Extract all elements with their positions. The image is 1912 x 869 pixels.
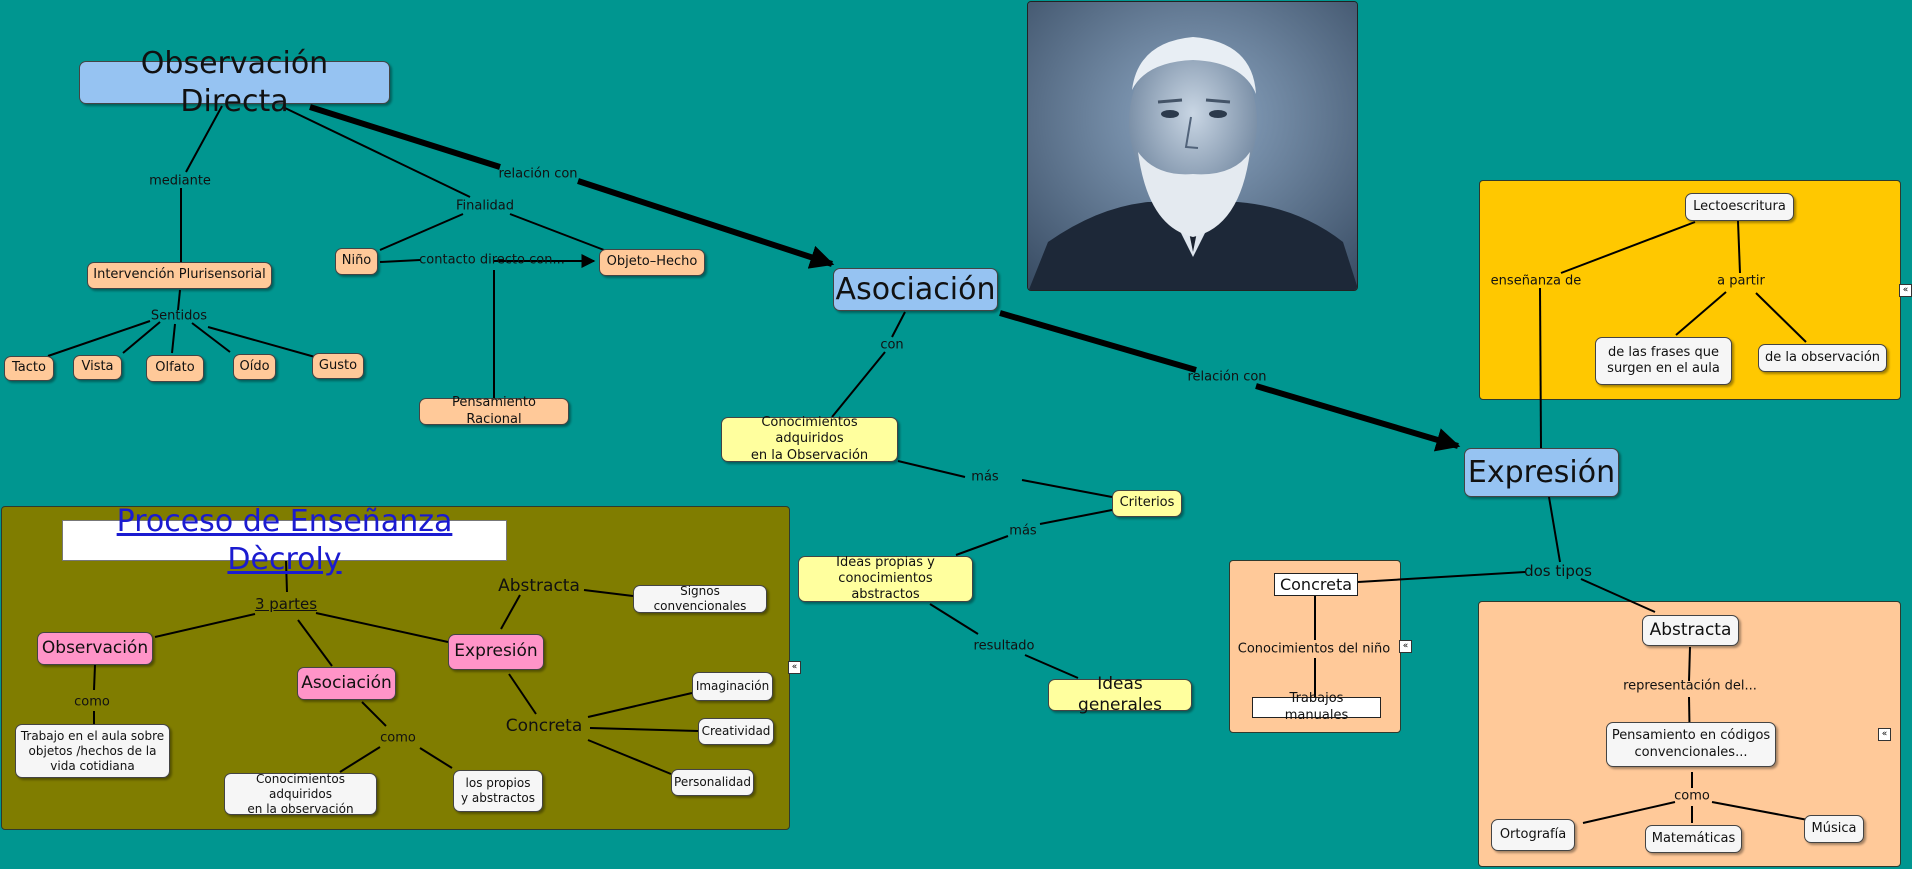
node-expresion-parte[interactable]: Expresión (448, 634, 544, 670)
node-vista[interactable]: Vista (73, 355, 122, 380)
collapse-toggle-lectoescritura[interactable]: « (1899, 284, 1912, 297)
collapse-toggle-proceso[interactable]: « (788, 661, 801, 674)
node-propios-abstractos[interactable]: los propios y abstractos (453, 770, 543, 812)
node-imaginacion[interactable]: Imaginación (692, 672, 773, 701)
label-relacion-con-1: relación con (498, 166, 578, 182)
label-mediante: mediante (149, 173, 211, 189)
node-ideas-generales[interactable]: Ideas generales (1048, 674, 1192, 715)
portrait-photo-icon (1028, 2, 1357, 290)
label-abstracta-parte: Abstracta (498, 576, 580, 596)
node-proceso-ensenanza-title[interactable]: Proceso de Enseñanza Dècroly (62, 504, 507, 577)
node-asociacion-parte[interactable]: Asociación (297, 667, 396, 700)
collapse-toggle-abstracta[interactable]: « (1878, 728, 1891, 741)
node-objeto-hecho[interactable]: Objeto–Hecho (599, 249, 705, 276)
node-observacion-parte[interactable]: Observación (37, 632, 153, 665)
node-observacion-directa[interactable]: Observación Directa (79, 46, 390, 119)
node-intervencion-plurisensorial[interactable]: Intervención Plurisensorial (87, 262, 272, 289)
node-ortografia[interactable]: Ortografía (1491, 819, 1575, 851)
node-conocimientos-observacion[interactable]: Conocimientos adquiridos en la Observaci… (721, 415, 898, 463)
node-abstracta[interactable]: Abstracta (1642, 615, 1739, 646)
label-como-2: como (380, 730, 416, 746)
label-a-partir: a partir (1717, 273, 1765, 289)
label-representacion: representación del... (1623, 678, 1757, 694)
node-oido[interactable]: Oído (233, 354, 276, 380)
label-relacion-con-2: relación con (1187, 369, 1267, 385)
label-finalidad: Finalidad (455, 198, 515, 214)
node-matematicas[interactable]: Matemáticas (1645, 825, 1742, 853)
portrait-photo (1027, 1, 1358, 291)
label-como-r: como (1674, 788, 1710, 804)
node-gusto[interactable]: Gusto (312, 353, 364, 379)
node-pensamiento-racional[interactable]: Pensamiento Racional (419, 395, 569, 427)
node-nino[interactable]: Niño (335, 248, 378, 275)
node-trabajo-aula[interactable]: Trabajo en el aula sobre objetos /hechos… (15, 724, 170, 778)
node-expresion[interactable]: Expresión (1464, 448, 1619, 497)
label-mas-1: más (971, 469, 999, 485)
node-concreta[interactable]: Concreta (1274, 573, 1358, 596)
node-creatividad[interactable]: Creatividad (698, 718, 774, 745)
label-dos-tipos: dos tipos (1524, 562, 1592, 580)
node-musica[interactable]: Música (1804, 815, 1864, 843)
label-sentidos: Sentidos (150, 308, 208, 324)
node-signos-convencionales[interactable]: Signos convencionales (633, 584, 767, 613)
node-criterios[interactable]: Criterios (1112, 490, 1182, 517)
node-tacto[interactable]: Tacto (4, 356, 54, 381)
label-tres-partes: 3 partes (254, 595, 318, 613)
node-frases-aula[interactable]: de las frases que surgen en el aula (1595, 337, 1732, 385)
node-personalidad[interactable]: Personalidad (671, 769, 754, 796)
label-conocimientos-nino: Conocimientos del niño (1237, 641, 1391, 657)
node-asociacion[interactable]: Asociación (833, 268, 998, 311)
node-ideas-propias[interactable]: Ideas propias y conocimientos abstractos (798, 555, 973, 602)
label-resultado: resultado (973, 638, 1035, 654)
label-con: con (880, 337, 904, 353)
collapse-toggle-concreta[interactable]: « (1399, 640, 1412, 653)
label-contacto-directo: contacto directo con... (419, 252, 565, 268)
node-olfato[interactable]: Olfato (146, 355, 204, 382)
node-pensamiento-codigos[interactable]: Pensamiento en códigos convencionales... (1606, 722, 1776, 767)
label-concreta-parte: Concreta (505, 716, 583, 736)
label-ensenanza-de: enseñanza de (1490, 273, 1582, 289)
label-mas-2: más (1009, 523, 1037, 539)
label-como-1: como (74, 694, 110, 710)
node-lectoescritura[interactable]: Lectoescritura (1685, 193, 1794, 221)
node-conocimientos-parte[interactable]: Conocimientos adquiridos en la observaci… (224, 772, 377, 816)
node-de-la-observacion[interactable]: de la observación (1758, 344, 1887, 372)
node-trabajos-manuales[interactable]: Trabajos manuales (1252, 691, 1381, 723)
